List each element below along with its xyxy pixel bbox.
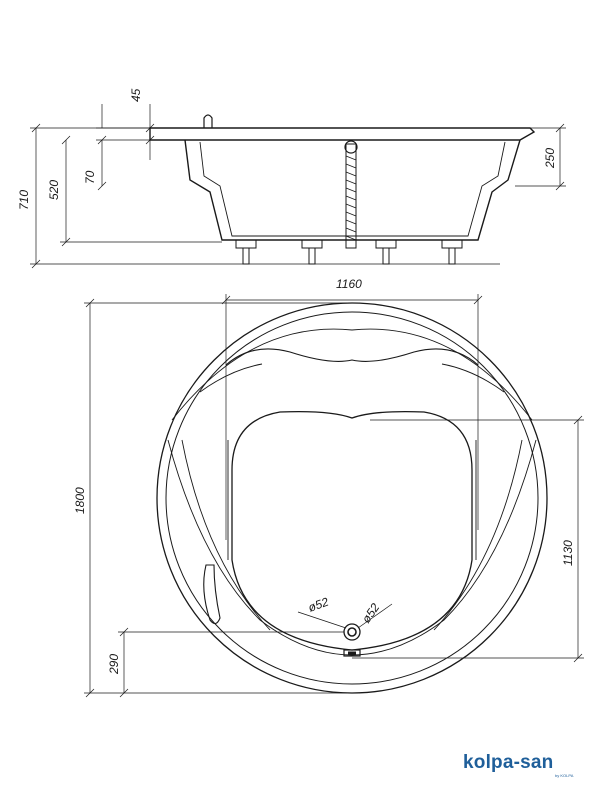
brand-logo: kolpa-san by KOLPA: [463, 752, 583, 788]
inner-rim-circle: [165, 311, 539, 685]
rim-band-bottom: [167, 439, 537, 656]
rim-band-top: [171, 328, 533, 421]
rim-band-side: [181, 439, 523, 631]
armrest-grip: [203, 564, 221, 625]
basin-side-lines: [227, 440, 477, 560]
tub-outer-shell: [184, 139, 521, 241]
headrest-contour: [225, 348, 479, 366]
dim-rim-thickness: 45: [129, 88, 143, 102]
drain-outlet: [343, 623, 361, 641]
drain-outlet-inner: [347, 627, 357, 637]
tub-feet: [235, 239, 463, 265]
dim-drain-offset: 290: [107, 654, 121, 675]
brand-name: kolpa-san: [463, 752, 554, 773]
dim-inner-width: 1160: [336, 277, 362, 291]
outer-rim-circle: [156, 302, 548, 694]
plan-dimension-lines: [84, 294, 584, 698]
drain-pipe: [344, 140, 358, 249]
dim-outer-diameter: 1800: [73, 487, 87, 514]
rim-band-inner: [199, 363, 505, 393]
inner-basin: [231, 410, 473, 651]
side-dimension-lines: [30, 104, 566, 269]
dim-total-height: 710: [17, 190, 31, 210]
overflow-control: [343, 649, 361, 657]
tub-inner-shell: [199, 141, 506, 237]
overflow-knob: [203, 114, 213, 128]
dim-side-height: 250: [543, 148, 557, 169]
plan-view: 1160 1800 1130 290 ø52 ø52: [73, 277, 584, 698]
dim-seat-length: 1130: [561, 540, 575, 566]
side-elevation-view: 45 710 520 70 250: [17, 88, 566, 269]
brand-sub: by KOLPA: [555, 773, 574, 778]
dim-drain-diameter-1: ø52: [306, 594, 331, 614]
tub-rim: [149, 127, 536, 141]
dim-inner-depth: 520: [47, 180, 61, 200]
dim-step-offset: 70: [83, 170, 97, 184]
dim-drain-diameter-2: ø52: [359, 600, 383, 625]
